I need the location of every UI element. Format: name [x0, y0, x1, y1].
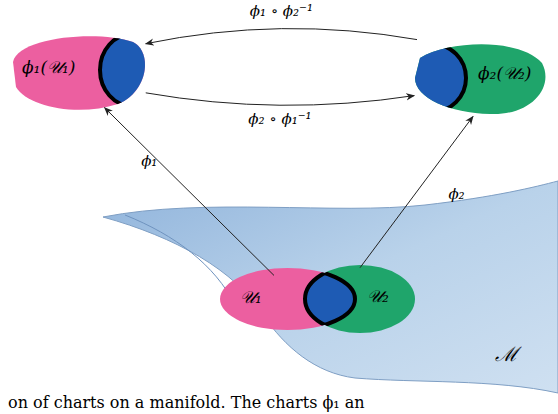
chart-region: ϕ₂(𝒰₂) — [410, 38, 550, 118]
region-label: 𝒰₁ — [240, 288, 262, 307]
region-label: ℳ — [495, 343, 518, 365]
map-label: ϕ₂ — [448, 186, 464, 203]
map-label: ϕ₂ ∘ ϕ₁⁻¹ — [248, 111, 311, 128]
chart-map-arrow — [146, 93, 414, 105]
region-label: ϕ₂(𝒰₂) — [478, 64, 531, 83]
region-label: ϕ₁(𝒰₁) — [22, 58, 75, 77]
node-outline — [305, 265, 415, 333]
region-label: 𝒰₂ — [367, 287, 389, 306]
caption-fragment: on of charts on a manifold. The charts ϕ… — [8, 394, 365, 412]
map-label: ϕ₁ — [141, 153, 157, 170]
chart-region: 𝒰₂ — [305, 265, 415, 333]
map-label: ϕ₁ ∘ ϕ₂⁻¹ — [250, 3, 313, 20]
chart-map-arrow — [146, 29, 417, 44]
chart-region: ℳ 𝒰₁ 𝒰₂ — [95, 175, 558, 397]
chart-region: ϕ₁(𝒰₁) — [8, 32, 150, 110]
